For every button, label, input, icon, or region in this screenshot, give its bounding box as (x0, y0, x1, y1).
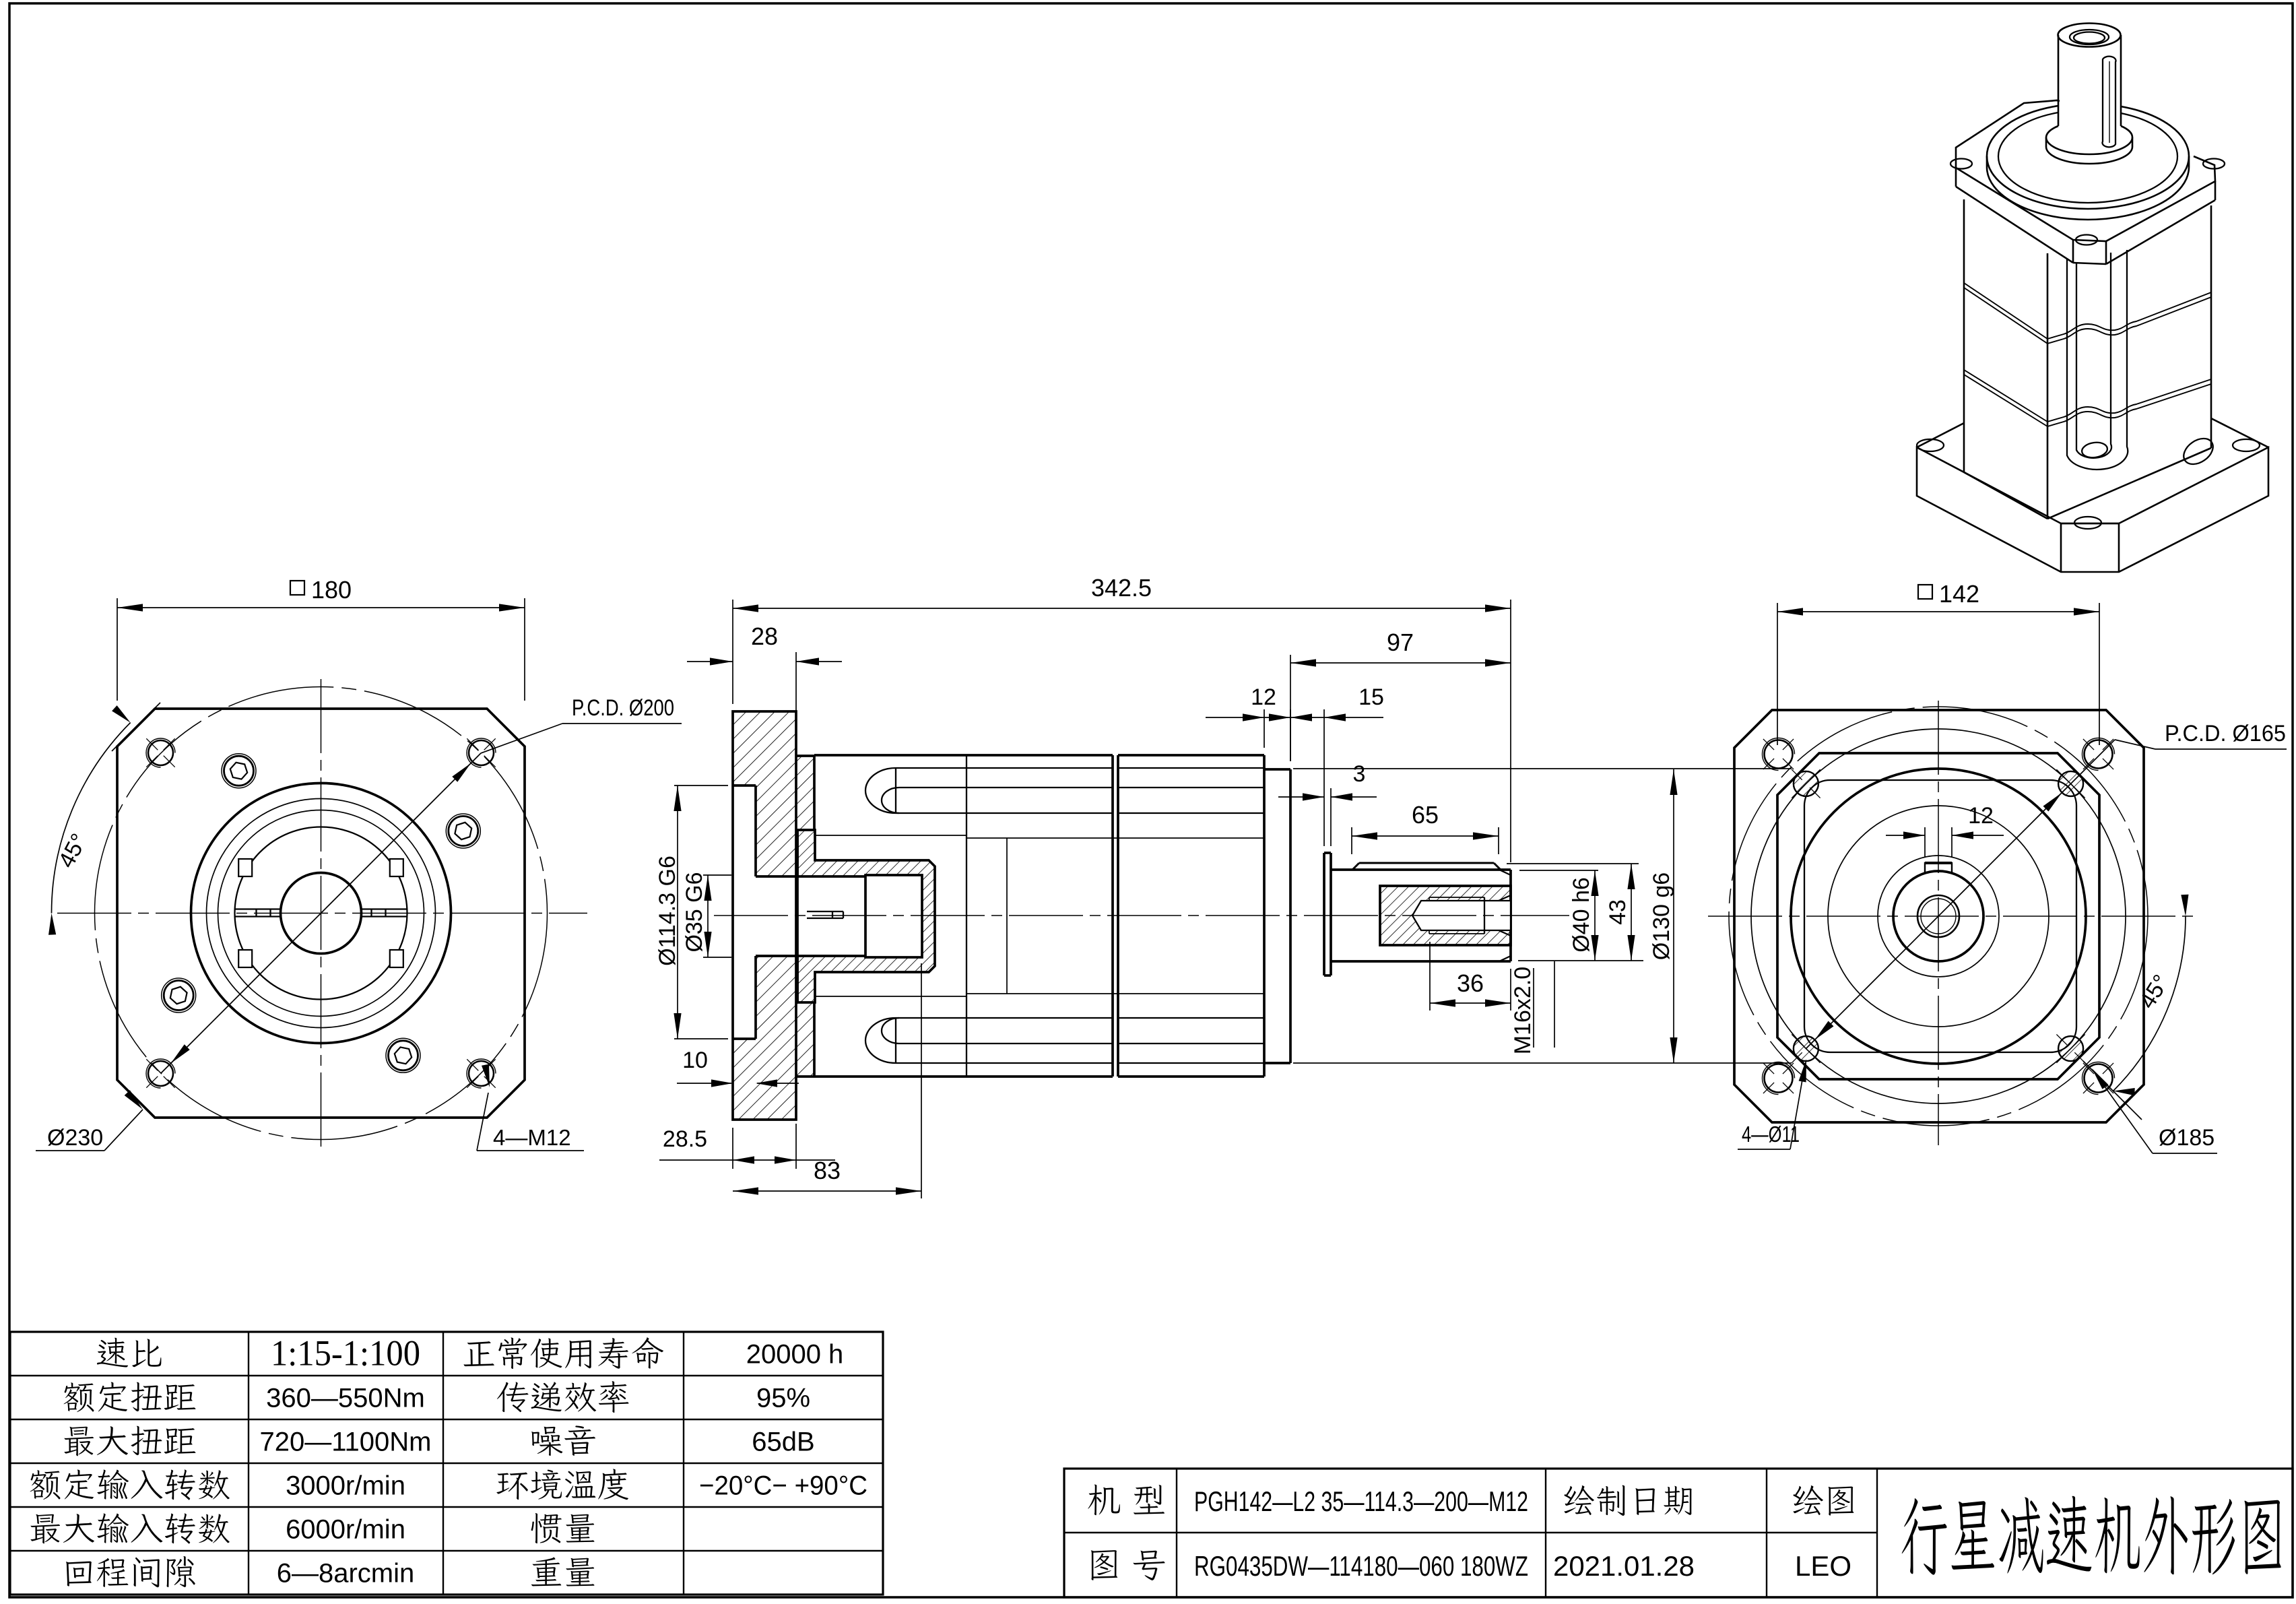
svg-text:2021.01.28: 2021.01.28 (1553, 1550, 1695, 1582)
svg-text:Ø185: Ø185 (2159, 1125, 2215, 1151)
svg-text:97: 97 (1387, 629, 1414, 656)
svg-text:360—550Nm: 360—550Nm (266, 1384, 425, 1413)
svg-text:180: 180 (311, 576, 352, 604)
svg-text:6000r/min: 6000r/min (286, 1515, 405, 1545)
svg-text:Ø114.3 G6: Ø114.3 G6 (655, 856, 680, 966)
svg-text:LEO: LEO (1795, 1550, 1851, 1582)
svg-text:36: 36 (1457, 969, 1484, 997)
svg-text:28.5: 28.5 (663, 1126, 707, 1152)
svg-text:15: 15 (1358, 684, 1384, 710)
svg-text:65dB: 65dB (752, 1427, 814, 1457)
svg-text:Ø35 G6: Ø35 G6 (682, 872, 707, 952)
svg-text:Ø130 g6: Ø130 g6 (1649, 872, 1674, 960)
svg-text:65: 65 (1412, 801, 1439, 829)
svg-text:P.C.D. Ø200: P.C.D. Ø200 (572, 695, 674, 721)
svg-text:3: 3 (1353, 761, 1366, 787)
svg-text:20000 h: 20000 h (746, 1340, 844, 1370)
svg-text:6—8arcmin: 6—8arcmin (277, 1559, 415, 1589)
svg-text:10: 10 (682, 1048, 708, 1073)
svg-text:12: 12 (1968, 803, 1994, 829)
svg-text:Ø40 h6: Ø40 h6 (1569, 877, 1594, 953)
svg-text:−20°C− +90°C: −20°C− +90°C (699, 1471, 867, 1501)
svg-text:142: 142 (1939, 580, 1979, 608)
svg-text:4—Ø11: 4—Ø11 (1742, 1122, 1800, 1147)
svg-text:720—1100Nm: 720—1100Nm (260, 1427, 432, 1457)
svg-text:28: 28 (751, 622, 778, 650)
svg-text:95%: 95% (756, 1384, 810, 1413)
svg-text:Ø230: Ø230 (47, 1125, 103, 1151)
svg-text:RG0435DW—114180—060 180WZ: RG0435DW—114180—060 180WZ (1194, 1550, 1528, 1582)
svg-text:4—M12: 4—M12 (493, 1125, 571, 1150)
svg-text:3000r/min: 3000r/min (286, 1471, 405, 1501)
svg-text:PGH142—L2 35—114.3—200—M12: PGH142—L2 35—114.3—200—M12 (1194, 1485, 1528, 1517)
svg-text:M16x2.0: M16x2.0 (1510, 967, 1536, 1054)
svg-text:1:15-1:100: 1:15-1:100 (271, 1333, 420, 1374)
svg-text:83: 83 (814, 1157, 841, 1184)
svg-text:P.C.D. Ø165: P.C.D. Ø165 (2165, 721, 2286, 746)
svg-text:43: 43 (1605, 899, 1631, 925)
svg-text:12: 12 (1251, 684, 1276, 710)
svg-text:342.5: 342.5 (1091, 574, 1152, 602)
